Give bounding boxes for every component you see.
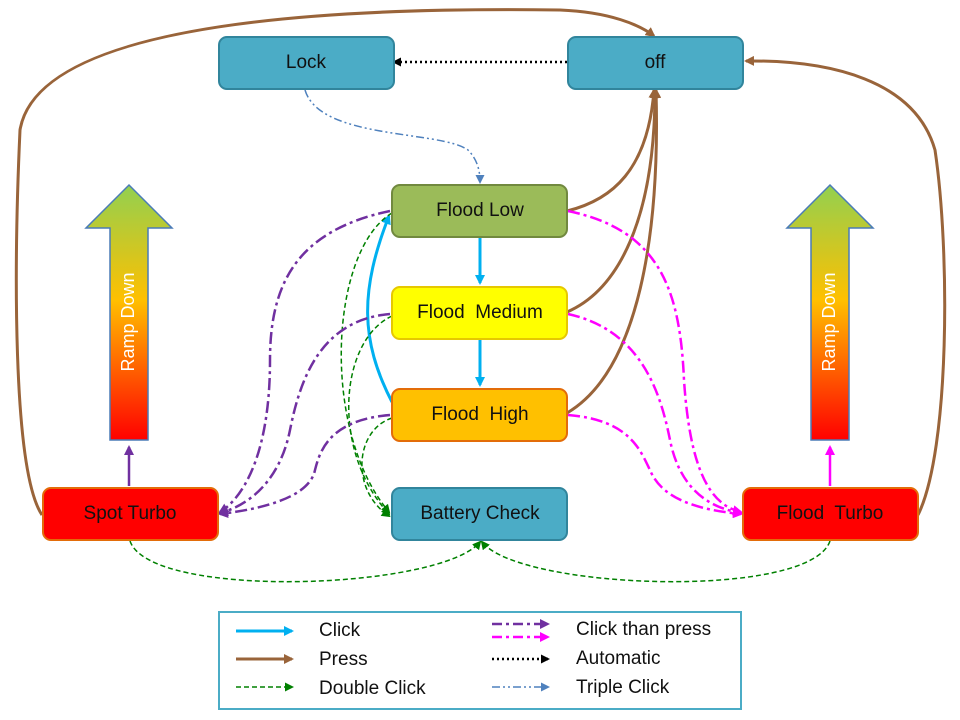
press-flood-turbo-to-off: [744, 55, 947, 516]
node-spot-turbo: Spot Turbo: [42, 487, 219, 541]
ramp-down-right-arrow: [785, 183, 875, 441]
click-than-press-high-to-flood-turbo: [567, 413, 743, 519]
press-connections: [14, 8, 947, 516]
click-than-press-low-to-flood-turbo: [567, 209, 743, 516]
press-spot-turbo-to-off: [14, 8, 656, 516]
ramp-down-right-label: Ramp Down: [819, 272, 839, 371]
node-flood-turbo-label: Flood Turbo: [777, 503, 884, 524]
legend: Click Press Double Click Click than pres…: [218, 611, 742, 710]
click-than-press-high-to-spot-turbo: [218, 413, 391, 519]
click-than-press-medium-to-spot-turbo: [218, 312, 391, 516]
node-battery-check: Battery Check: [391, 487, 568, 541]
click-high-to-low: [366, 214, 394, 403]
legend-click-than-press-label: Click than press: [576, 619, 711, 640]
node-off-label: off: [645, 52, 667, 73]
click-than-press-low-to-spot-turbo: [218, 209, 391, 514]
ramp-down-left-arrow: [84, 183, 174, 441]
click-connections: [366, 214, 485, 403]
legend-box: [218, 611, 742, 710]
node-spot-turbo-label: Spot Turbo: [84, 503, 177, 524]
node-flood-high-label: Flood High: [431, 404, 528, 425]
ramp-down-left: Ramp Down: [84, 183, 174, 441]
node-flood-high: Flood High: [391, 388, 568, 442]
double-click-low-to-battery: [340, 212, 393, 514]
node-battery-check-label: Battery Check: [420, 503, 540, 524]
press-flood-medium-to-off: [566, 88, 660, 314]
node-flood-turbo: Flood Turbo: [742, 487, 919, 541]
ramp-down-right: Ramp Down: [785, 183, 875, 441]
double-click-spot-turbo-to-battery: [129, 540, 482, 583]
legend-triple-click-label: Triple Click: [576, 677, 670, 698]
legend-double-click-label: Double Click: [319, 678, 426, 699]
double-click-flood-turbo-to-battery: [480, 540, 831, 583]
press-flood-low-to-off: [566, 88, 659, 213]
legend-press-label: Press: [319, 649, 368, 670]
double-click-connections: [129, 212, 831, 583]
node-flood-medium-label: Flood Medium: [417, 302, 543, 323]
click-than-press-purple-connections: [124, 209, 391, 519]
click-than-press-medium-to-flood-turbo: [567, 312, 743, 517]
node-flood-low-label: Flood Low: [436, 200, 524, 221]
node-flood-medium: Flood Medium: [391, 286, 568, 340]
double-click-medium-to-battery: [348, 315, 393, 516]
ramp-down-left-label: Ramp Down: [118, 272, 138, 371]
triple-click-lock-to-flood-low: [304, 89, 485, 184]
node-lock: Lock: [218, 36, 395, 90]
legend-click-label: Click: [319, 620, 361, 641]
node-off: off: [567, 36, 744, 90]
legend-automatic-label: Automatic: [576, 648, 660, 669]
click-than-press-magenta-connections: [567, 209, 835, 519]
double-click-high-to-battery: [361, 417, 393, 518]
press-flood-high-to-off: [566, 88, 662, 415]
node-flood-low: Flood Low: [391, 184, 568, 238]
node-lock-label: Lock: [286, 52, 327, 73]
